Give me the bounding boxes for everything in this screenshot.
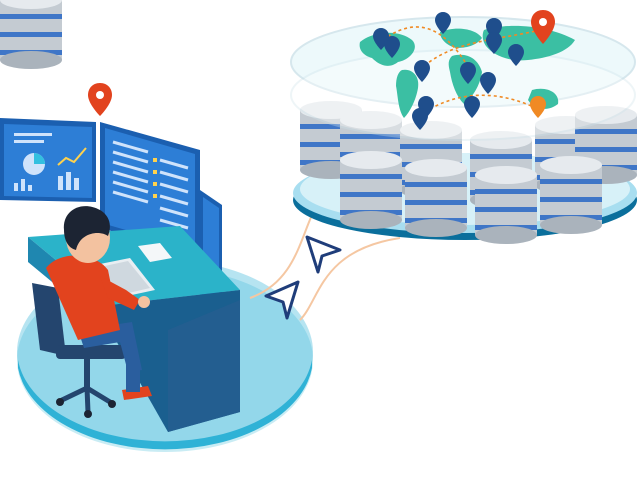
arrow-pointer-icon bbox=[305, 235, 342, 274]
server-icon bbox=[0, 0, 62, 69]
arrow-pointer-icon bbox=[264, 280, 300, 320]
keyboard bbox=[95, 258, 155, 298]
world-map-icon bbox=[290, 16, 636, 141]
location-pin-icon bbox=[530, 96, 546, 118]
person-icon bbox=[46, 206, 152, 400]
monitor-left bbox=[0, 118, 96, 202]
monitor-center bbox=[100, 122, 200, 255]
chart-widget-icon bbox=[14, 133, 87, 191]
location-pin-icon bbox=[373, 12, 524, 130]
office-chair bbox=[32, 283, 126, 418]
location-pin-icon bbox=[88, 83, 112, 116]
paper bbox=[138, 243, 172, 262]
location-pin-icon bbox=[531, 10, 555, 44]
